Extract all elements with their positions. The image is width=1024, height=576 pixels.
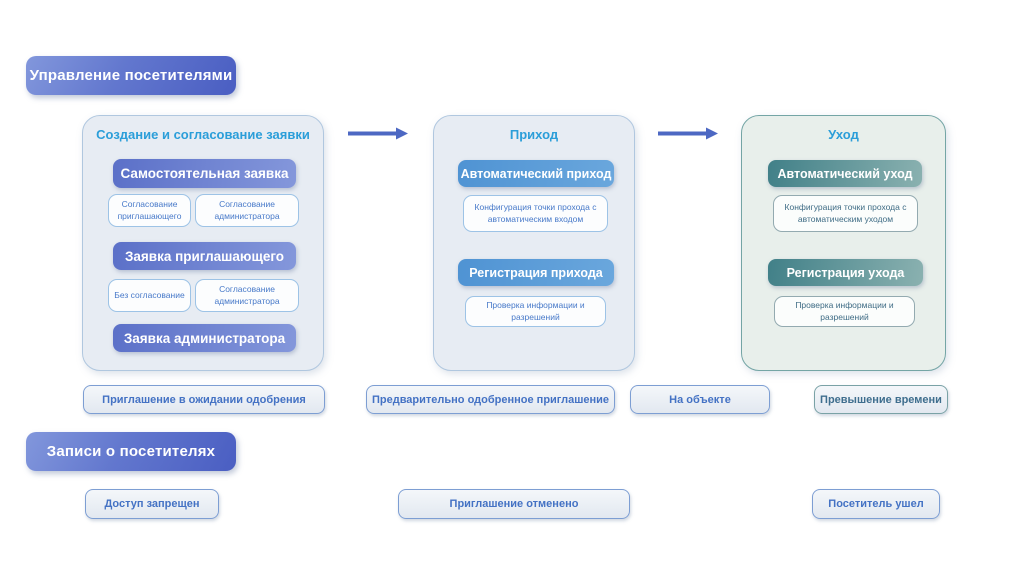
node-auto-arrival: Автоматический приход xyxy=(458,160,614,187)
flow-arrow-right-icon xyxy=(658,127,718,140)
status-visitor-left: Посетитель ушел xyxy=(812,489,940,519)
status-time-exceeded: Превышение времени xyxy=(814,385,948,414)
node-departure-registration: Регистрация ухода xyxy=(768,259,923,286)
node-admin-request: Заявка администратора xyxy=(113,324,296,352)
subnode-admin-approval: Согласование администратора xyxy=(195,194,299,227)
panel-departure: Уход Автоматический уход Конфигурация то… xyxy=(741,115,946,371)
status-on-site: На объекте xyxy=(630,385,770,414)
node-self-request: Самостоятельная заявка xyxy=(113,159,296,188)
node-auto-departure: Автоматический уход xyxy=(768,160,922,187)
status-access-denied: Доступ запрещен xyxy=(85,489,219,519)
node-arrival-registration: Регистрация прихода xyxy=(458,259,614,286)
panel-title-request-creation: Создание и согласование заявки xyxy=(96,127,310,142)
panel-request-creation: Создание и согласование заявки Самостоят… xyxy=(82,115,324,371)
subnode-no-approval: Без согласование xyxy=(108,279,191,312)
subnode-info-permissions-check: Проверка информации и разрешений xyxy=(465,296,606,327)
flow-arrow-right-icon xyxy=(348,127,408,140)
section-badge-visitor-records: Записи о посетителях xyxy=(26,432,236,471)
panel-title-departure: Уход xyxy=(828,127,859,142)
subnode-entry-point-config: Конфигурация точки прохода с автоматичес… xyxy=(463,195,608,232)
status-invitation-pending-approval: Приглашение в ожидании одобрения xyxy=(83,385,325,414)
panel-title-arrival: Приход xyxy=(509,127,559,142)
status-invitation-cancelled: Приглашение отменено xyxy=(398,489,630,519)
section-badge-visitor-management: Управление посетителями xyxy=(26,56,236,95)
status-preapproved-invitation: Предварительно одобренное приглашение xyxy=(366,385,615,414)
node-inviter-request: Заявка приглашающего xyxy=(113,242,296,270)
subnode-info-permissions-check: Проверка информации и разрешений xyxy=(774,296,915,327)
subnode-exit-point-config: Конфигурация точки прохода с автоматичес… xyxy=(773,195,918,232)
subnode-inviter-approval: Согласование приглашающего xyxy=(108,194,191,227)
panel-arrival: Приход Автоматический приход Конфигураци… xyxy=(433,115,635,371)
subnode-admin-approval: Согласование администратора xyxy=(195,279,299,312)
